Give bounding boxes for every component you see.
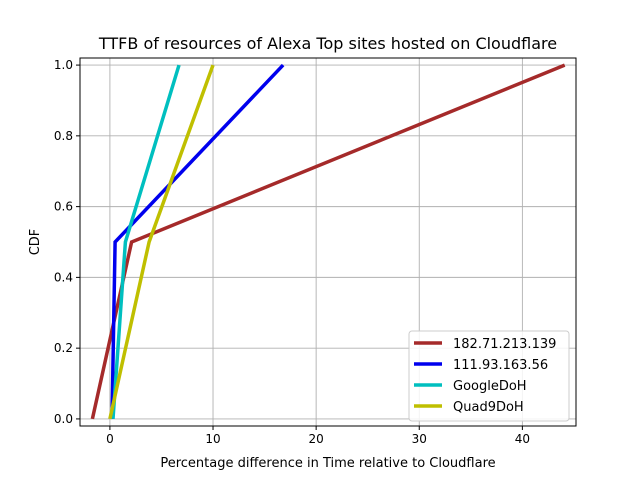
series-line-4: [108, 64, 215, 420]
series-line-1: [90, 63, 566, 420]
x-axis-ticks: 0 10 20 30 40: [106, 426, 530, 446]
x-axis-label: Percentage difference in Time relative t…: [160, 456, 495, 471]
series-line-2: [110, 63, 285, 419]
plot-frame: [79, 57, 577, 427]
chart-title: TTFB of resources of Alexa Top sites hos…: [98, 34, 557, 53]
legend-label-2: 111.93.163.56: [453, 358, 548, 373]
x-tick-label: 0: [106, 432, 114, 446]
x-tick-label: 40: [515, 432, 530, 446]
y-tick-label: 0.8: [54, 129, 73, 143]
legend-box: [408, 330, 570, 422]
legend-label-3: GoogleDoH: [453, 379, 527, 394]
x-tick-label: 10: [205, 432, 220, 446]
series-lines: [90, 63, 566, 420]
x-tick-label: 30: [412, 432, 427, 446]
legend-label-4: Quad9DoH: [453, 400, 524, 415]
y-tick-label: 0.0: [54, 412, 73, 426]
x-tick-label: 20: [309, 432, 324, 446]
y-axis-ticks: 0.0 0.2 0.4 0.6 0.8 1.0: [54, 58, 80, 426]
y-tick-label: 1.0: [54, 58, 73, 72]
legend-label-1: 182.71.213.139: [453, 337, 556, 352]
y-tick-label: 0.6: [54, 200, 73, 214]
series-line-3: [111, 64, 181, 420]
y-tick-label: 0.4: [54, 270, 73, 284]
y-tick-label: 0.2: [54, 341, 73, 355]
y-axis-label: CDF: [28, 229, 43, 256]
